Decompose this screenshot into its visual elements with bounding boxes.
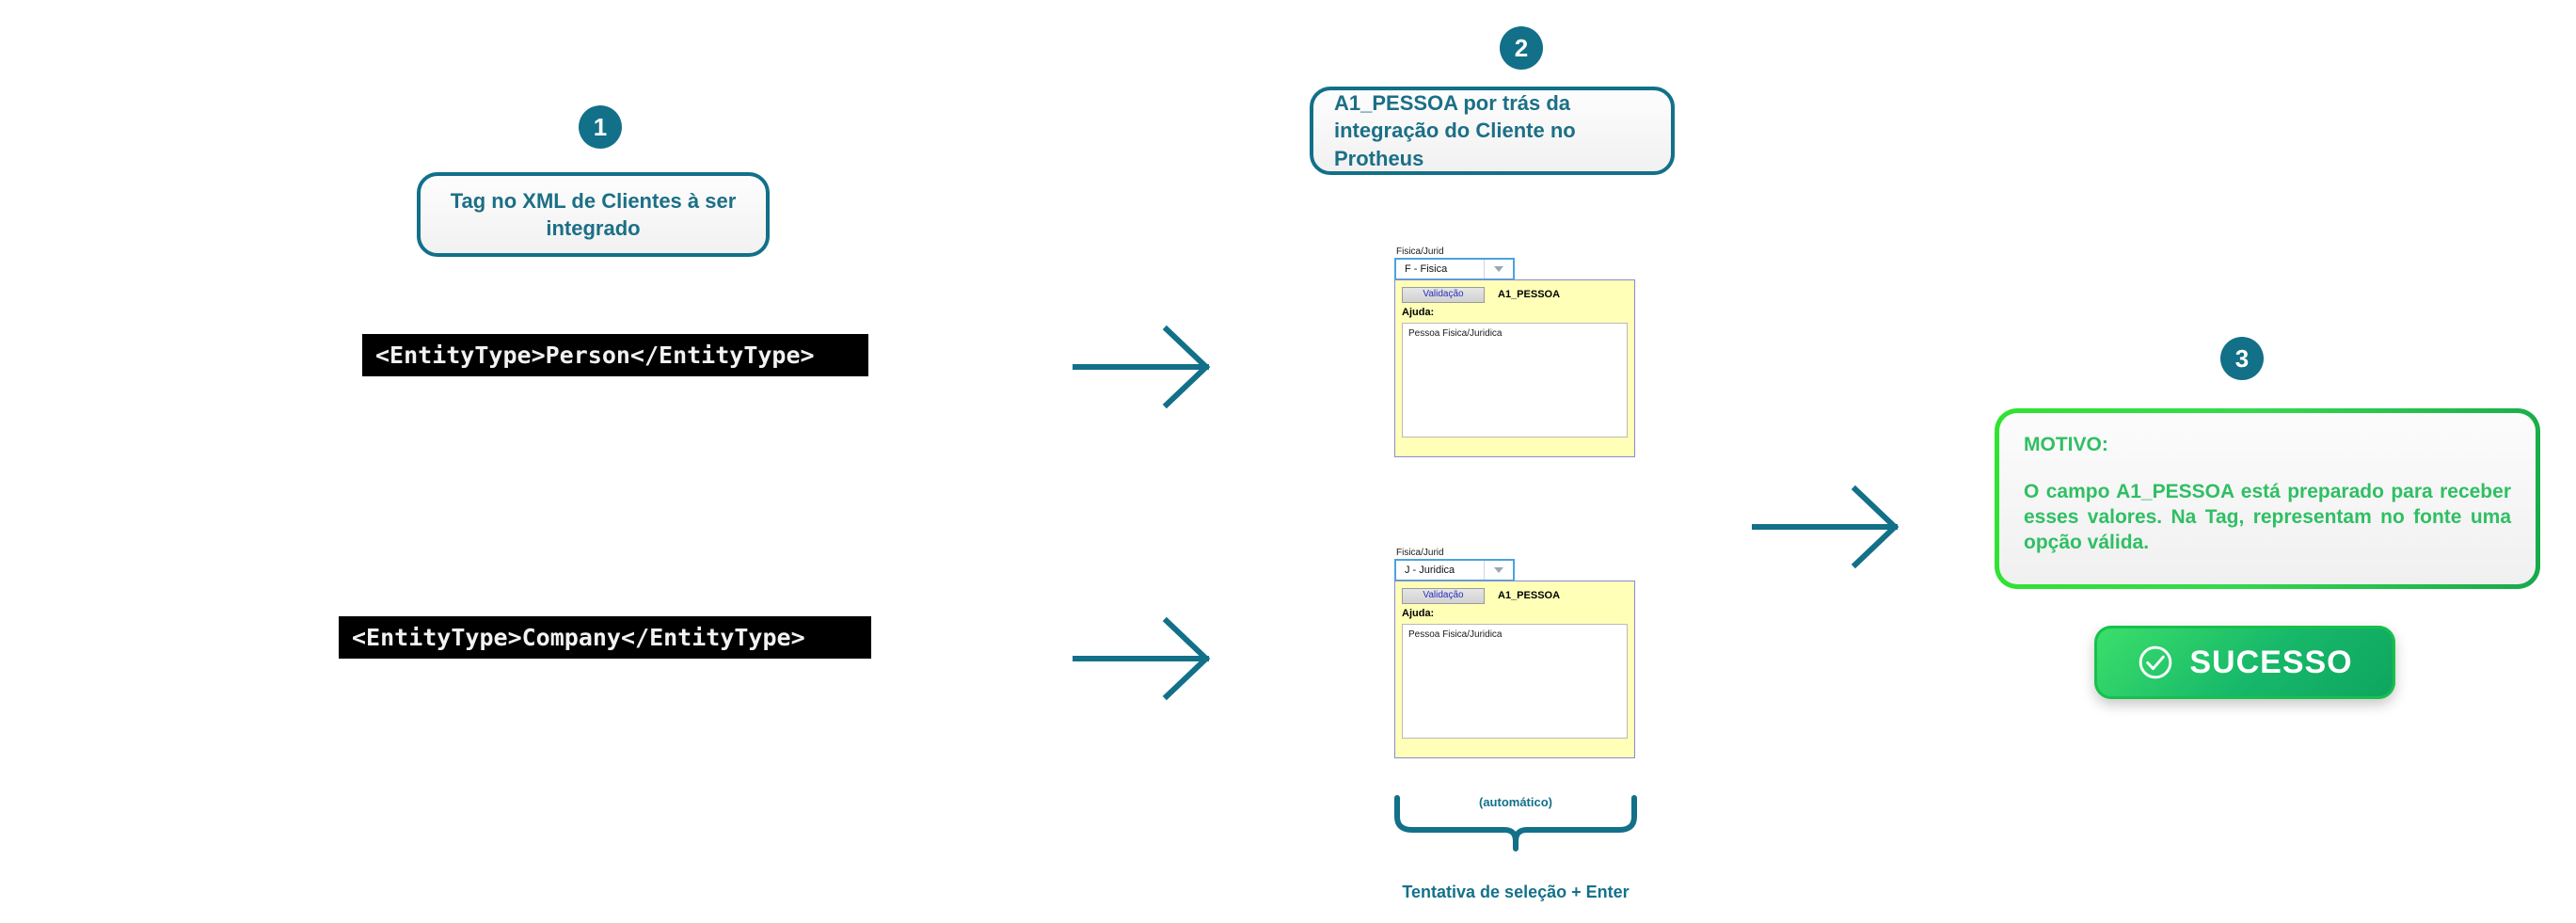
combo-separator xyxy=(1484,260,1485,278)
combo-separator xyxy=(1484,561,1485,580)
callout-step-1-text: Tag no XML de Clientes à ser integrado xyxy=(450,188,737,240)
help-label: Ajuda: xyxy=(1402,307,1435,318)
chevron-down-icon[interactable] xyxy=(1485,561,1513,580)
code-block-company: <EntityType>Company</EntityType> xyxy=(339,616,871,659)
callout-step-2: A1_PESSOA por trás da integração do Clie… xyxy=(1310,87,1675,175)
help-panel-header: Validação A1_PESSOA xyxy=(1402,286,1628,303)
automatic-brace xyxy=(1390,792,1642,853)
check-circle-icon xyxy=(2139,645,2172,679)
step-badge-1: 1 xyxy=(579,105,622,149)
arrow-company-to-widget xyxy=(1073,616,1223,701)
combo-fisica-jurid[interactable]: F - Fisica xyxy=(1394,258,1515,280)
code-block-company-text: <EntityType>Company</EntityType> xyxy=(352,624,805,651)
motive-body: O campo A1_PESSOA está preparado para re… xyxy=(2024,481,2511,553)
combo-value: F - Fisica xyxy=(1405,263,1448,275)
motive-title: MOTIVO: xyxy=(2024,434,2108,455)
combo-value: J - Juridica xyxy=(1405,564,1455,576)
arrow-widget-to-motive xyxy=(1752,485,1912,569)
success-button-label: SUCESSO xyxy=(2189,645,2353,680)
help-panel: Validação A1_PESSOA Ajuda: Pessoa Fisica… xyxy=(1394,581,1635,758)
field-name-label: A1_PESSOA xyxy=(1498,288,1561,300)
help-label: Ajuda: xyxy=(1402,608,1435,619)
success-button[interactable]: SUCESSO xyxy=(2094,626,2395,699)
motive-box-inner: MOTIVO: O campo A1_PESSOA está preparado… xyxy=(1999,413,2536,584)
protheus-widget-fisica: Fisica/Jurid F - Fisica Validação A1_PES… xyxy=(1394,247,1635,465)
validation-button[interactable]: Validação xyxy=(1402,587,1485,604)
field-name-label: A1_PESSOA xyxy=(1498,589,1561,601)
help-text-area: Pessoa Fisica/Juridica xyxy=(1402,323,1628,438)
chevron-down-icon[interactable] xyxy=(1485,260,1513,278)
validation-button[interactable]: Validação xyxy=(1402,286,1485,303)
automatic-label: (automático) xyxy=(1479,795,1552,809)
protheus-widget-juridica: Fisica/Jurid J - Juridica Validação A1_P… xyxy=(1394,548,1635,766)
step-badge-3: 3 xyxy=(2220,337,2264,380)
code-block-person-text: <EntityType>Person</EntityType> xyxy=(375,342,815,369)
field-label-fisica-jurid: Fisica/Jurid xyxy=(1396,247,1444,257)
callout-step-1: Tag no XML de Clientes à ser integrado xyxy=(417,172,770,257)
help-text-area: Pessoa Fisica/Juridica xyxy=(1402,624,1628,739)
motive-box: MOTIVO: O campo A1_PESSOA está preparado… xyxy=(1995,408,2540,589)
help-panel: Validação A1_PESSOA Ajuda: Pessoa Fisica… xyxy=(1394,279,1635,457)
code-block-person: <EntityType>Person</EntityType> xyxy=(362,334,868,376)
field-label-fisica-jurid: Fisica/Jurid xyxy=(1396,548,1444,558)
arrow-person-to-widget xyxy=(1073,325,1223,409)
combo-fisica-jurid[interactable]: J - Juridica xyxy=(1394,559,1515,581)
help-panel-header: Validação A1_PESSOA xyxy=(1402,587,1628,604)
selection-attempt-caption: Tentativa de seleção + Enter xyxy=(1402,883,1630,901)
step-badge-2: 2 xyxy=(1500,26,1543,70)
callout-step-2-text: A1_PESSOA por trás da integração do Clie… xyxy=(1334,91,1576,170)
